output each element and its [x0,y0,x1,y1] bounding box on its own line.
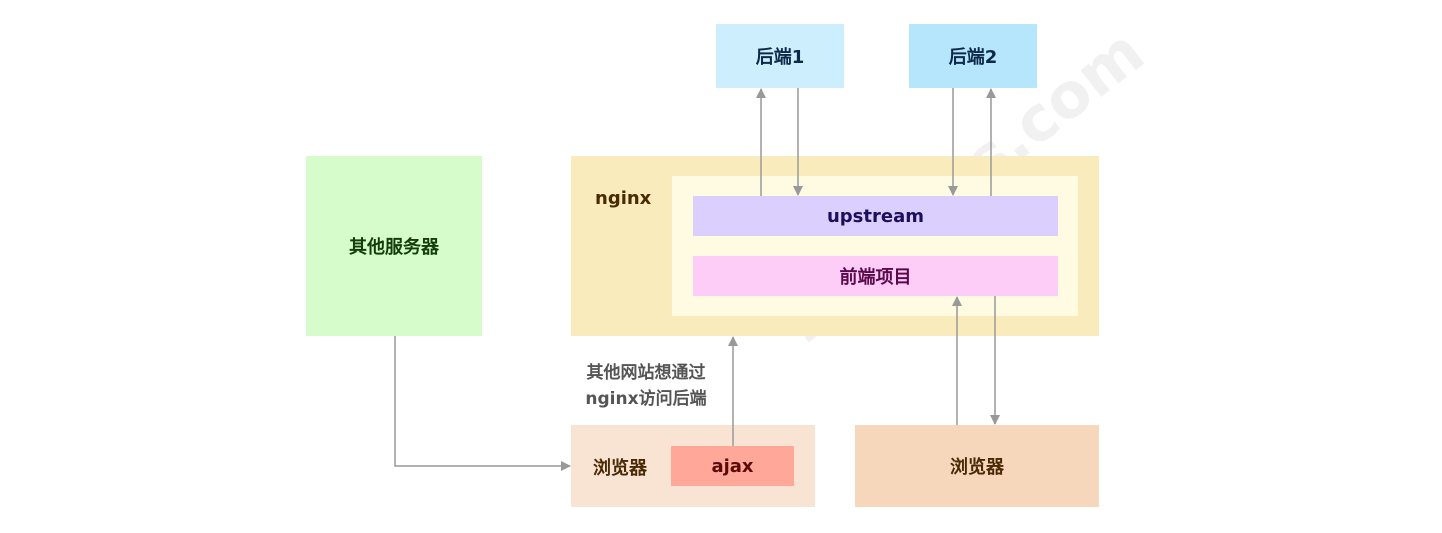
note-line-1: 其他网站想通过 [586,363,706,383]
upstream-node: upstream [693,196,1058,236]
browser-left-label: 浏览器 [593,458,647,479]
cross-origin-note: 其他网站想通过 nginx访问后端 [571,360,721,412]
nginx-label: nginx [595,188,652,209]
backend-1-node: 后端1 [716,24,844,88]
frontend-project-node: 前端项目 [693,256,1058,296]
other-server-node: 其他服务器 [306,156,482,336]
arrow-other-server-to-browser [394,336,571,471]
backend-2-node: 后端2 [909,24,1037,88]
note-line-2: nginx访问后端 [585,389,707,409]
ajax-node: ajax [671,446,794,486]
browser-right-node: 浏览器 [855,425,1099,507]
